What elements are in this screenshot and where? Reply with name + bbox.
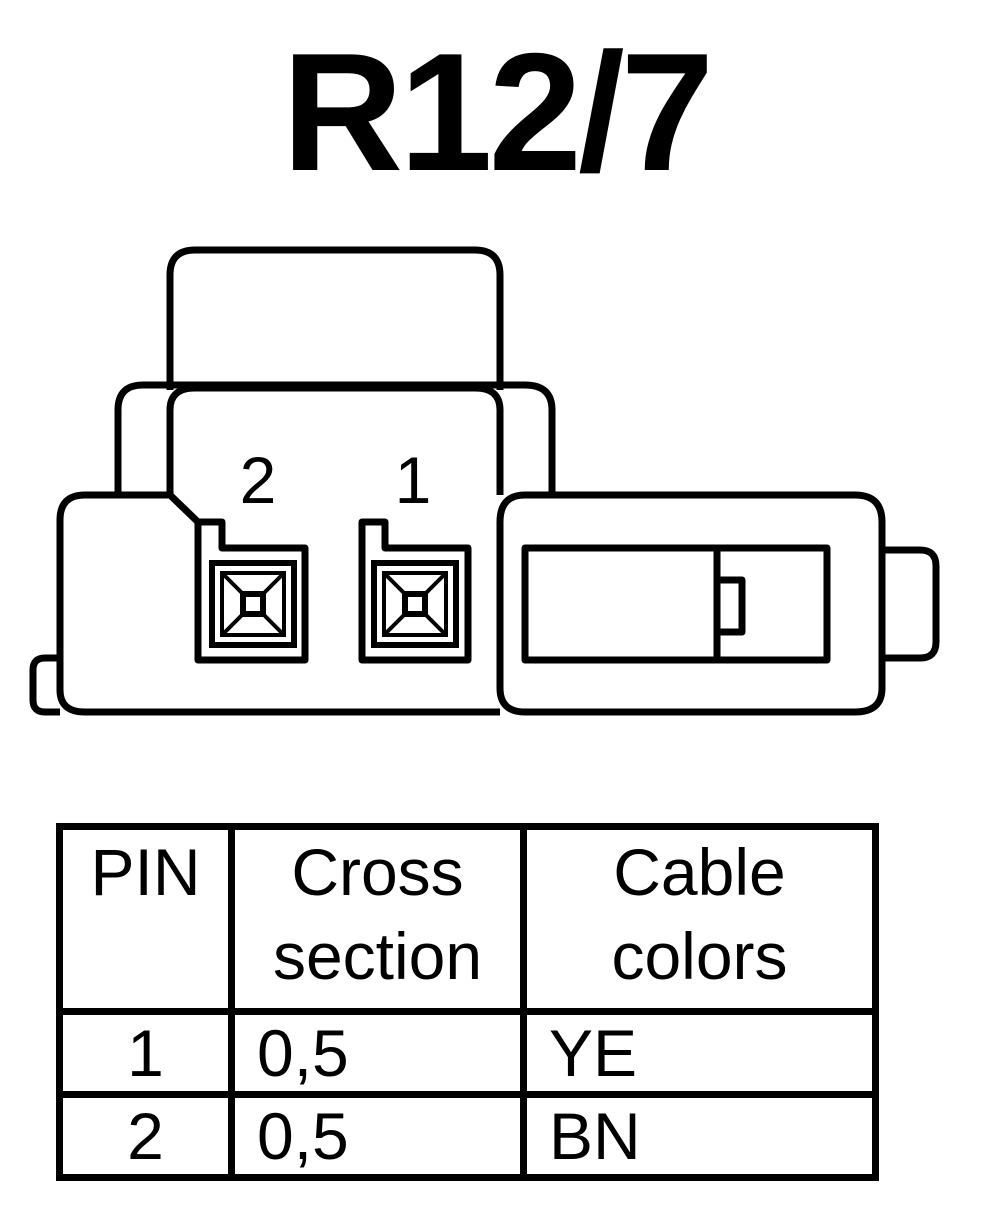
row-pin: 1	[56, 1008, 235, 1098]
header-cable-colors: Cable colors	[520, 823, 879, 1015]
connector-right-section	[496, 491, 886, 716]
row-cross-section: 0,5	[228, 1091, 527, 1181]
connector-diagram: 2 1	[29, 246, 940, 716]
connector-top-latch	[166, 246, 504, 390]
pin-label-1: 1	[395, 443, 432, 517]
header-pin-text: PIN	[90, 835, 201, 909]
connector-title: R12/7	[281, 18, 714, 206]
header-cross-section-text: Cross section	[272, 835, 483, 993]
connector-cap	[114, 381, 556, 495]
pin-label-2: 2	[240, 443, 277, 517]
header-cable-colors-text: Cable colors	[611, 835, 788, 993]
row-cable-color: BN	[520, 1091, 879, 1181]
pin-assignment-table: PIN Cross section Cable colors 1 0,5 YE …	[56, 823, 879, 1181]
row-cable-color: YE	[520, 1008, 879, 1098]
terminal-pin-2	[209, 560, 297, 648]
header-pin: PIN	[56, 823, 235, 1015]
header-cross-section: Cross section	[228, 823, 527, 1015]
terminal-pin-1	[371, 560, 459, 648]
table-row: 2 0,5 BN	[56, 1091, 879, 1181]
connector-body	[56, 491, 309, 664]
table-row: 1 0,5 YE	[56, 1008, 879, 1098]
row-cross-section: 0,5	[228, 1008, 527, 1098]
row-pin: 2	[56, 1091, 235, 1181]
table-header-row: PIN Cross section Cable colors	[56, 823, 879, 1015]
